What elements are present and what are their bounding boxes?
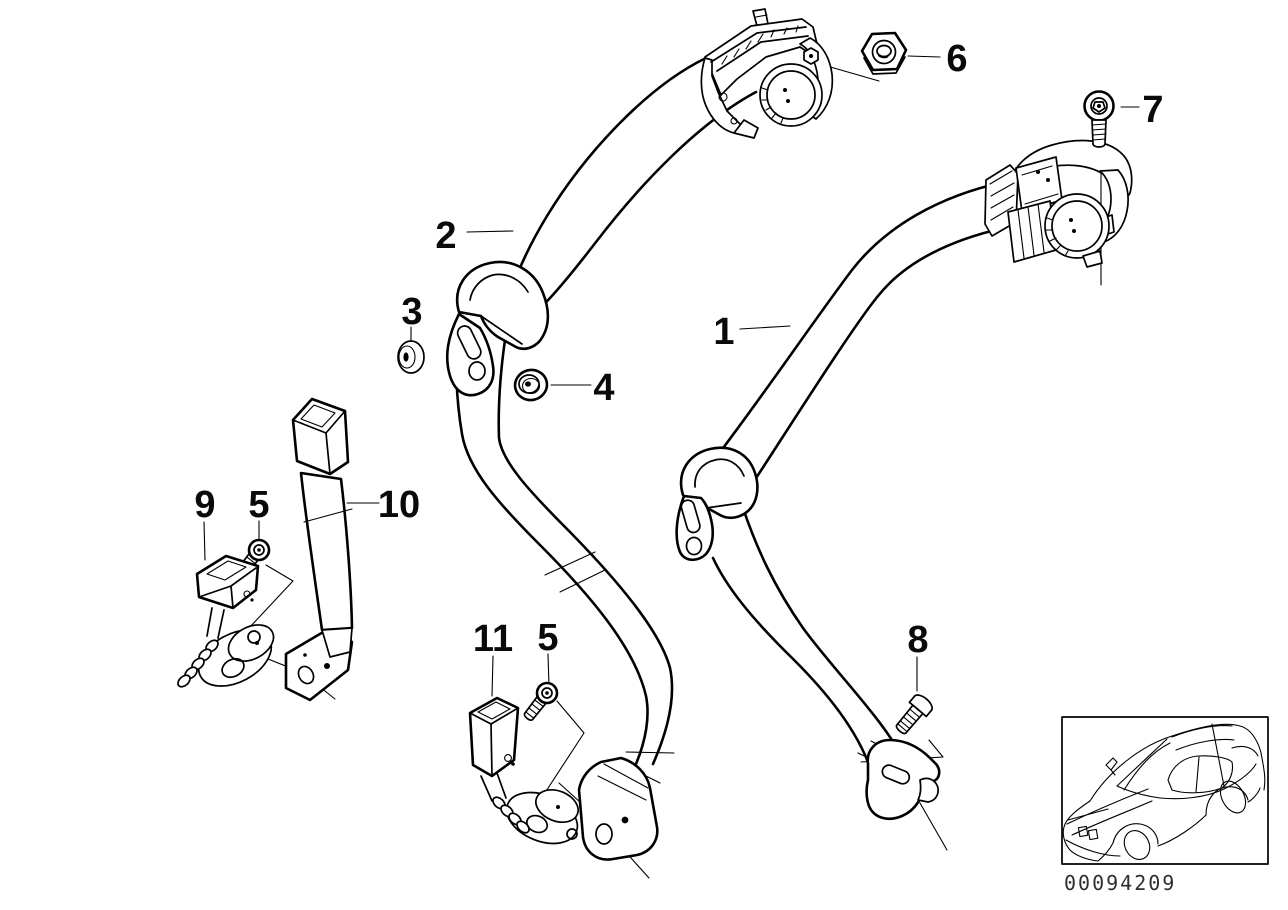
right-retractor-drawing: [984, 139, 1133, 268]
callout-5-left[interactable]: 5: [248, 484, 269, 526]
seat-belt-webbing-center: [455, 56, 758, 784]
callout-3[interactable]: 3: [401, 291, 422, 333]
car-outline-icon: [1062, 723, 1266, 862]
seat-belt-webbing-right: [711, 180, 1006, 776]
callout-2[interactable]: 2: [435, 215, 456, 257]
callout-1[interactable]: 1: [713, 311, 734, 353]
belt-guide-loop-center: [445, 260, 550, 397]
screw-5-lower: [523, 681, 559, 721]
bolt-8: [895, 694, 933, 735]
callout-8[interactable]: 8: [907, 619, 928, 661]
belt-guide-loop-right: [675, 446, 759, 562]
center-retractor-drawing: [700, 8, 834, 139]
callout-6[interactable]: 6: [946, 38, 967, 80]
callout-7[interactable]: 7: [1142, 89, 1163, 131]
leader-lines: [203, 55, 1140, 879]
callout-9[interactable]: 9: [194, 484, 215, 526]
grommet-3: [397, 340, 425, 374]
callouts: 1 2 3 4 5 5 6 7 8 9 10 11: [194, 38, 1163, 661]
anchor-hook-right: [865, 738, 941, 820]
screw-7: [1083, 90, 1115, 148]
image-number: 00094209: [1064, 871, 1176, 895]
car-thumbnail: 00094209: [1061, 716, 1269, 895]
button-4: [513, 368, 549, 402]
callout-10[interactable]: 10: [378, 484, 420, 526]
callout-5-lower[interactable]: 5: [537, 617, 558, 659]
hex-nut: [860, 31, 908, 75]
anchor-plate-center: [577, 756, 659, 861]
buckle-11: [468, 696, 580, 845]
buckle-9: [177, 554, 275, 688]
belt-stalk-10: [284, 397, 354, 702]
callout-4[interactable]: 4: [593, 367, 614, 409]
callout-11[interactable]: 11: [473, 618, 513, 660]
